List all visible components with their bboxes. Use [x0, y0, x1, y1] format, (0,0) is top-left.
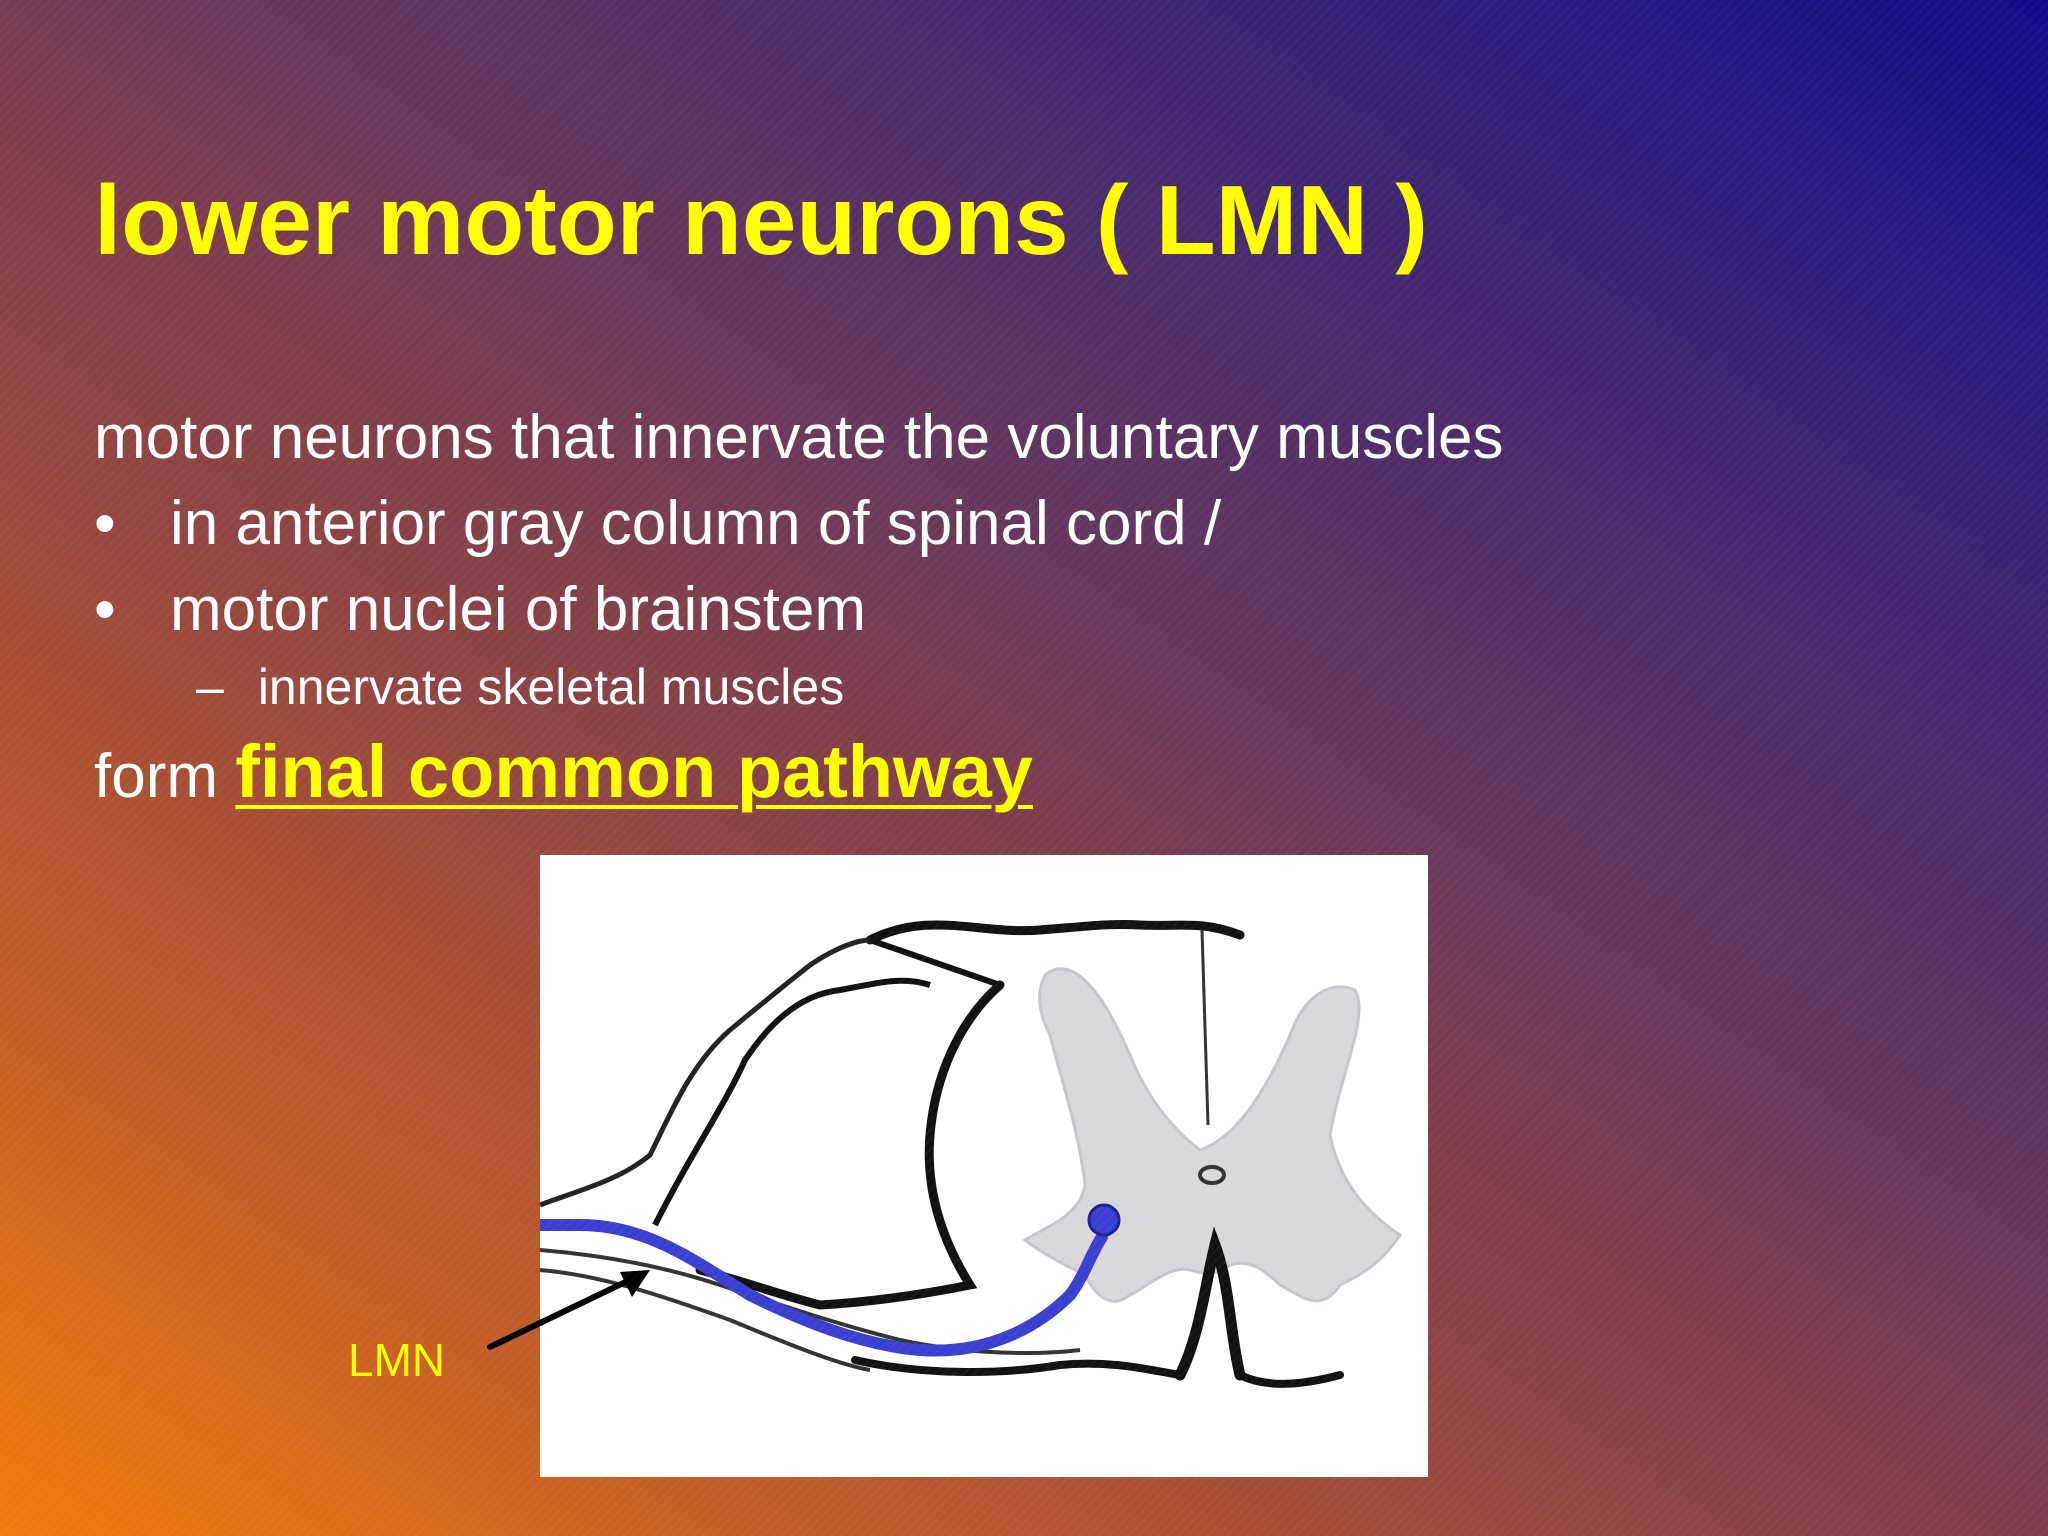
cord-outline-bottom [851, 1356, 1184, 1379]
lmn-label: LMN [348, 1334, 446, 1386]
spinal-cord-illustration [540, 919, 1403, 1388]
bullet-mark: • [94, 489, 116, 558]
cord-outline-bottom-right [1236, 1371, 1344, 1388]
lmn-cell-body [1087, 1203, 1121, 1237]
dorsal-root-ganglion [540, 937, 871, 1208]
cord-outline-top [865, 919, 1245, 945]
spinal-cord-diagram [540, 855, 1428, 1477]
bullet-mark: • [94, 575, 116, 644]
slide-title: lower motor neurons ( LMN ) [94, 165, 1428, 275]
sub-bullet-mark: – [196, 659, 224, 715]
bullet-text: motor nuclei of brainstem [170, 575, 867, 644]
lmn-pathway [540, 1219, 1108, 1357]
form-prefix: form [94, 742, 218, 811]
spinal-nerve-upper [540, 1248, 1081, 1355]
dorsal-horn-wedge [695, 980, 1005, 1310]
dorsal-horn-edge [869, 937, 1001, 988]
median-septum [1200, 929, 1210, 1126]
sub-bullet-item: –innervate skeletal muscles [196, 656, 844, 718]
form-line: form final common pathway [94, 730, 1033, 819]
lmn-pointer-arrow [487, 1270, 650, 1350]
intro-text: motor neurons that innervate the volunta… [94, 403, 1504, 472]
dorsal-root-inner [652, 977, 931, 1227]
spinal-nerve-lower [540, 1268, 871, 1372]
bullet-text: in anterior gray column of spinal cord / [170, 489, 1222, 558]
anterior-fissure [1174, 1226, 1246, 1381]
sub-bullet-text: innervate skeletal muscles [257, 659, 845, 715]
central-canal [1198, 1165, 1226, 1185]
final-common-pathway-emphasis: final common pathway [235, 730, 1033, 813]
